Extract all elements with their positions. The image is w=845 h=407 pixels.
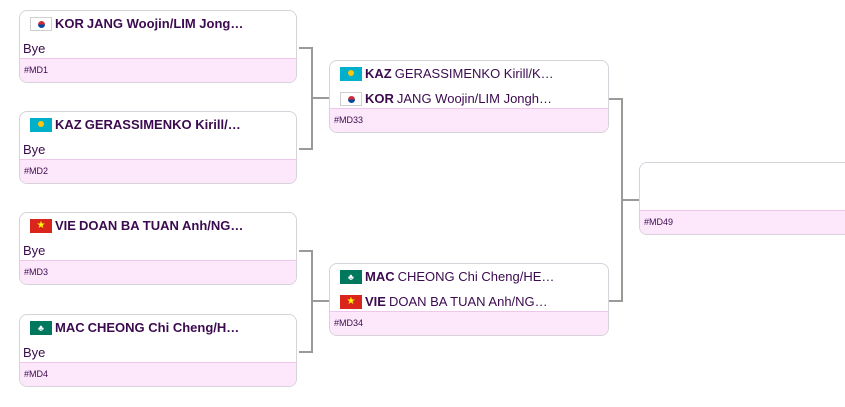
match-md4[interactable]: ♣ MAC CHEONG Chi Cheng/H… Bye #MD4 bbox=[19, 314, 297, 387]
bye-label: Bye bbox=[23, 243, 46, 258]
match-id: #MD49 bbox=[640, 210, 845, 234]
player-row: KOR JANG Woojin/LIM Jong… bbox=[20, 11, 296, 36]
player-row: KOR JANG Woojin/LIM Jongh… bbox=[330, 86, 608, 111]
match-id: #MD2 bbox=[20, 159, 296, 183]
macau-flag-icon: ♣ bbox=[30, 320, 52, 335]
country-code: VIE bbox=[55, 218, 76, 233]
kazakhstan-flag-icon bbox=[30, 117, 52, 132]
match-md34[interactable]: ♣ MAC CHEONG Chi Cheng/HE… ★ VIE DOAN BA… bbox=[329, 263, 609, 336]
korea-flag-icon bbox=[340, 91, 362, 106]
match-md49[interactable]: #MD49 bbox=[639, 162, 845, 235]
macau-flag-icon: ♣ bbox=[340, 269, 362, 284]
player-name: CHEONG Chi Cheng/HE… bbox=[397, 269, 555, 284]
player-name: GERASSIMENKO Kirill/… bbox=[84, 117, 241, 132]
country-code: KAZ bbox=[55, 117, 82, 132]
country-code: KAZ bbox=[365, 66, 392, 81]
vietnam-flag-icon: ★ bbox=[30, 218, 52, 233]
player-name: GERASSIMENKO Kirill/K… bbox=[394, 66, 554, 81]
player-name: DOAN BA TUAN Anh/NG… bbox=[78, 218, 244, 233]
match-md1[interactable]: KOR JANG Woojin/LIM Jong… Bye #MD1 bbox=[19, 10, 297, 83]
match-md2[interactable]: KAZ GERASSIMENKO Kirill/… Bye #MD2 bbox=[19, 111, 297, 184]
player-row: ♣ MAC CHEONG Chi Cheng/HE… bbox=[330, 264, 608, 289]
match-id: #MD3 bbox=[20, 260, 296, 284]
bracket-connector bbox=[621, 199, 640, 201]
player-row: ★ VIE DOAN BA TUAN Anh/NG… bbox=[20, 213, 296, 238]
country-code: KOR bbox=[365, 91, 394, 106]
bracket-connector bbox=[311, 300, 330, 302]
player-name: CHEONG Chi Cheng/H… bbox=[87, 320, 240, 335]
player-row: KAZ GERASSIMENKO Kirill/K… bbox=[330, 61, 608, 86]
player-name: JANG Woojin/LIM Jong… bbox=[86, 16, 244, 31]
player-name: JANG Woojin/LIM Jongh… bbox=[396, 91, 552, 106]
bye-label: Bye bbox=[23, 345, 46, 360]
match-id: #MD34 bbox=[330, 311, 608, 335]
country-code: VIE bbox=[365, 294, 386, 309]
player-row: ★ VIE DOAN BA TUAN Anh/NG… bbox=[330, 289, 608, 314]
country-code: MAC bbox=[365, 269, 395, 284]
korea-flag-icon bbox=[30, 16, 52, 31]
match-id: #MD1 bbox=[20, 58, 296, 82]
match-md33[interactable]: KAZ GERASSIMENKO Kirill/K… KOR JANG Wooj… bbox=[329, 60, 609, 133]
player-row-empty bbox=[640, 163, 845, 188]
match-md3[interactable]: ★ VIE DOAN BA TUAN Anh/NG… Bye #MD3 bbox=[19, 212, 297, 285]
player-row: ♣ MAC CHEONG Chi Cheng/H… bbox=[20, 315, 296, 340]
match-id: #MD33 bbox=[330, 108, 608, 132]
country-code: KOR bbox=[55, 16, 84, 31]
player-row: KAZ GERASSIMENKO Kirill/… bbox=[20, 112, 296, 137]
bracket-connector bbox=[311, 97, 330, 99]
vietnam-flag-icon: ★ bbox=[340, 294, 362, 309]
kazakhstan-flag-icon bbox=[340, 66, 362, 81]
player-name: DOAN BA TUAN Anh/NG… bbox=[388, 294, 548, 309]
bye-label: Bye bbox=[23, 142, 46, 157]
country-code: MAC bbox=[55, 320, 85, 335]
match-id: #MD4 bbox=[20, 362, 296, 386]
bye-label: Bye bbox=[23, 41, 46, 56]
